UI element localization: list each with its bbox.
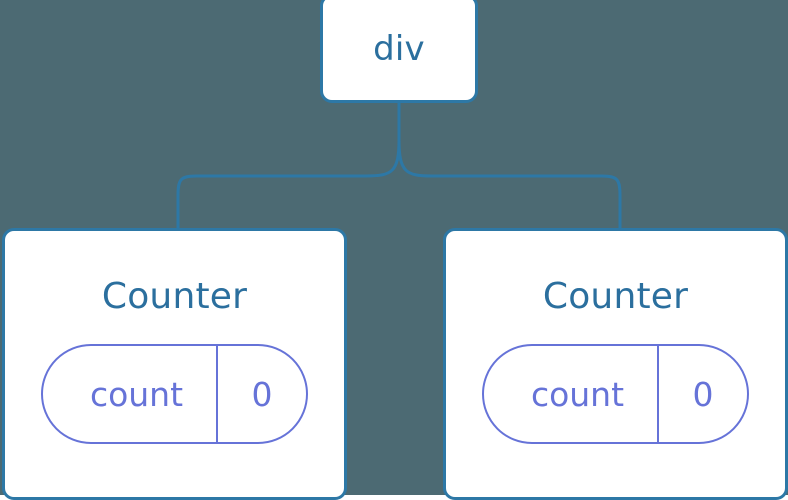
node-counter-1-label: Counter [101,276,248,317]
state-pill-counter-1[interactable]: count 0 [41,344,308,444]
state-key-counter-1: count [89,374,184,414]
node-div[interactable]: div [320,0,478,103]
node-counter-2-label: Counter [542,276,689,317]
edge-root-to-counter-2 [397,139,622,230]
node-counter-1[interactable]: Counter count 0 [2,228,347,500]
state-pill-counter-2[interactable]: count 0 [482,344,749,444]
edge-root-to-counter-1 [176,139,401,230]
node-counter-2[interactable]: Counter count 0 [443,228,788,500]
node-div-label: div [373,28,425,69]
state-value-counter-1: 0 [216,346,306,442]
state-key-counter-2: count [530,374,625,414]
state-value-counter-2: 0 [657,346,747,442]
